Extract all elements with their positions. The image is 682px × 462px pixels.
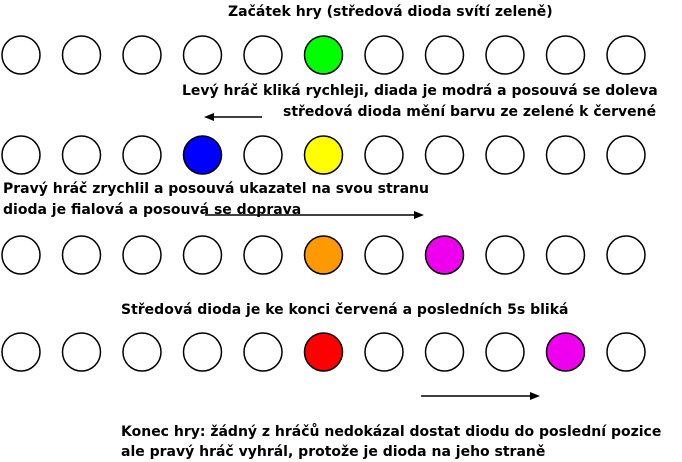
start-caption: Začátek hry (středová dioda svítí zeleně…: [228, 4, 553, 20]
led-row-3: [1, 235, 646, 275]
center-red-caption: Středová dioda je ke konci červená a pos…: [121, 302, 569, 318]
led-2-4: [182, 135, 223, 175]
led-1-6: [303, 35, 344, 75]
led-1-1: [1, 35, 41, 75]
right-player-caption-line2: dioda je fialová a posouvá se doprava: [3, 202, 302, 218]
led-1-4: [182, 35, 223, 75]
led-2-5: [243, 135, 283, 175]
arrow-left-1: [204, 113, 262, 121]
arrow-right-3: [421, 392, 540, 400]
right-player-caption-line1: Pravý hráč zrychlil a posouvá ukazatel n…: [3, 181, 429, 197]
led-4-6: [303, 332, 344, 372]
led-1-5: [243, 35, 283, 75]
end-caption-line2: ale pravý hráč vyhrál, protože je dioda …: [121, 444, 546, 460]
led-4-11: [606, 332, 646, 372]
led-3-5: [243, 235, 283, 275]
led-4-4: [182, 332, 223, 372]
led-1-11: [606, 35, 646, 75]
led-row-4: [1, 332, 646, 372]
led-1-10: [545, 35, 586, 75]
led-2-10: [545, 135, 586, 175]
led-4-8: [424, 332, 465, 372]
end-caption-line1: Konec hry: žádný z hráčů nedokázal dosta…: [121, 424, 662, 440]
left-player-caption-line1: Levý hráč kliká rychleji, diada je modrá…: [182, 83, 658, 99]
led-3-11: [606, 235, 646, 275]
led-3-6: [303, 235, 344, 275]
led-2-1: [1, 135, 41, 175]
led-1-2: [61, 35, 102, 75]
led-1-7: [364, 35, 404, 75]
led-3-1: [1, 235, 41, 275]
led-2-2: [61, 135, 102, 175]
led-2-8: [424, 135, 465, 175]
arrow-right-2: [205, 211, 424, 219]
led-3-2: [61, 235, 102, 275]
led-4-1: [1, 332, 41, 372]
led-4-10: [545, 332, 586, 372]
led-1-3: [122, 35, 162, 75]
led-2-3: [122, 135, 162, 175]
led-1-9: [485, 35, 525, 75]
led-3-9: [485, 235, 525, 275]
led-2-7: [364, 135, 404, 175]
led-3-3: [122, 235, 162, 275]
led-4-5: [243, 332, 283, 372]
led-4-9: [485, 332, 525, 372]
led-2-6: [303, 135, 344, 175]
led-3-8: [424, 235, 465, 275]
led-3-4: [182, 235, 223, 275]
left-player-caption-line2: středová dioda mění barvu ze zelené k če…: [283, 104, 657, 120]
led-2-9: [485, 135, 525, 175]
led-4-7: [364, 332, 404, 372]
led-row-1: [1, 35, 646, 75]
led-2-11: [606, 135, 646, 175]
led-3-10: [545, 235, 586, 275]
led-row-2: [1, 135, 646, 175]
led-4-2: [61, 332, 102, 372]
led-1-8: [424, 35, 465, 75]
led-3-7: [364, 235, 404, 275]
led-4-3: [122, 332, 162, 372]
